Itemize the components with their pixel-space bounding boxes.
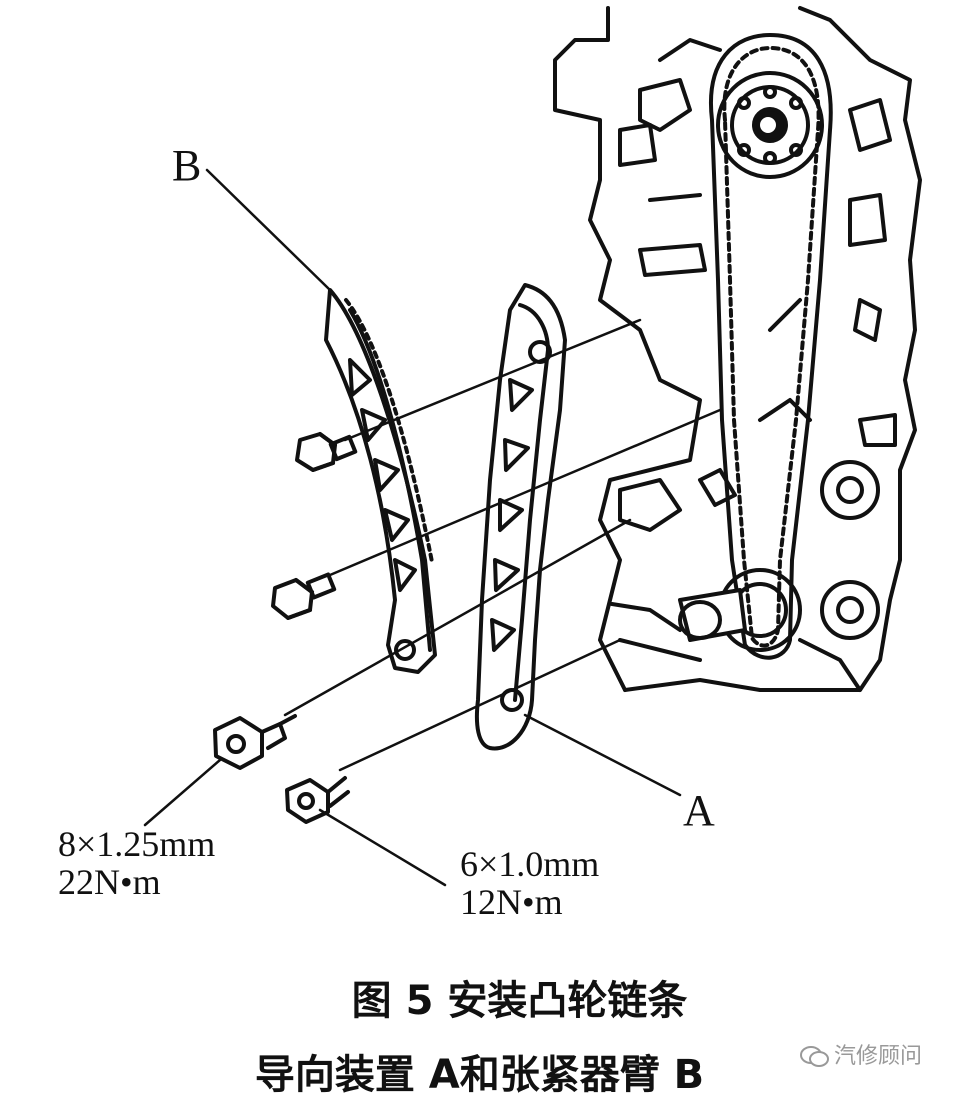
leader-lines	[143, 168, 682, 887]
timing-chain-diagram	[143, 6, 922, 887]
engine-block	[553, 6, 922, 692]
idler-pulley	[820, 460, 880, 640]
bolt-middle	[271, 572, 337, 620]
bolt-8-spec: 8×1.25mm 22N•m	[58, 825, 215, 901]
watermark: 汽修顾问	[800, 1038, 922, 1070]
chain-guide-a	[474, 283, 567, 751]
camshaft-sprocket	[716, 71, 824, 179]
bolt-6-torque: 12N•m	[460, 882, 563, 922]
bolt-8-size: 8×1.25mm	[58, 824, 216, 864]
tensioner-arm-b	[324, 288, 437, 674]
watermark-text: 汽修顾问	[834, 1044, 923, 1069]
timing-chain	[709, 33, 833, 660]
caption-line-1: 图 5 安装凸轮链条	[351, 978, 688, 1024]
caption-line-2: 导向装置 A和张紧器臂 B	[254, 1052, 705, 1095]
alignment-lines	[283, 318, 722, 772]
callout-a-label: A	[683, 786, 715, 835]
bolt-upper	[295, 432, 358, 472]
bolt-8mm	[213, 714, 297, 770]
bolt-6-spec: 6×1.0mm 12N•m	[460, 845, 599, 921]
bolt-6mm	[285, 776, 350, 824]
bolt-8-torque: 22N•m	[58, 862, 161, 902]
bolt-6-size: 6×1.0mm	[460, 844, 600, 884]
wechat-bubble-icon	[800, 1046, 829, 1067]
callout-b-label: B	[172, 141, 202, 190]
crankshaft-sprocket	[678, 568, 802, 652]
